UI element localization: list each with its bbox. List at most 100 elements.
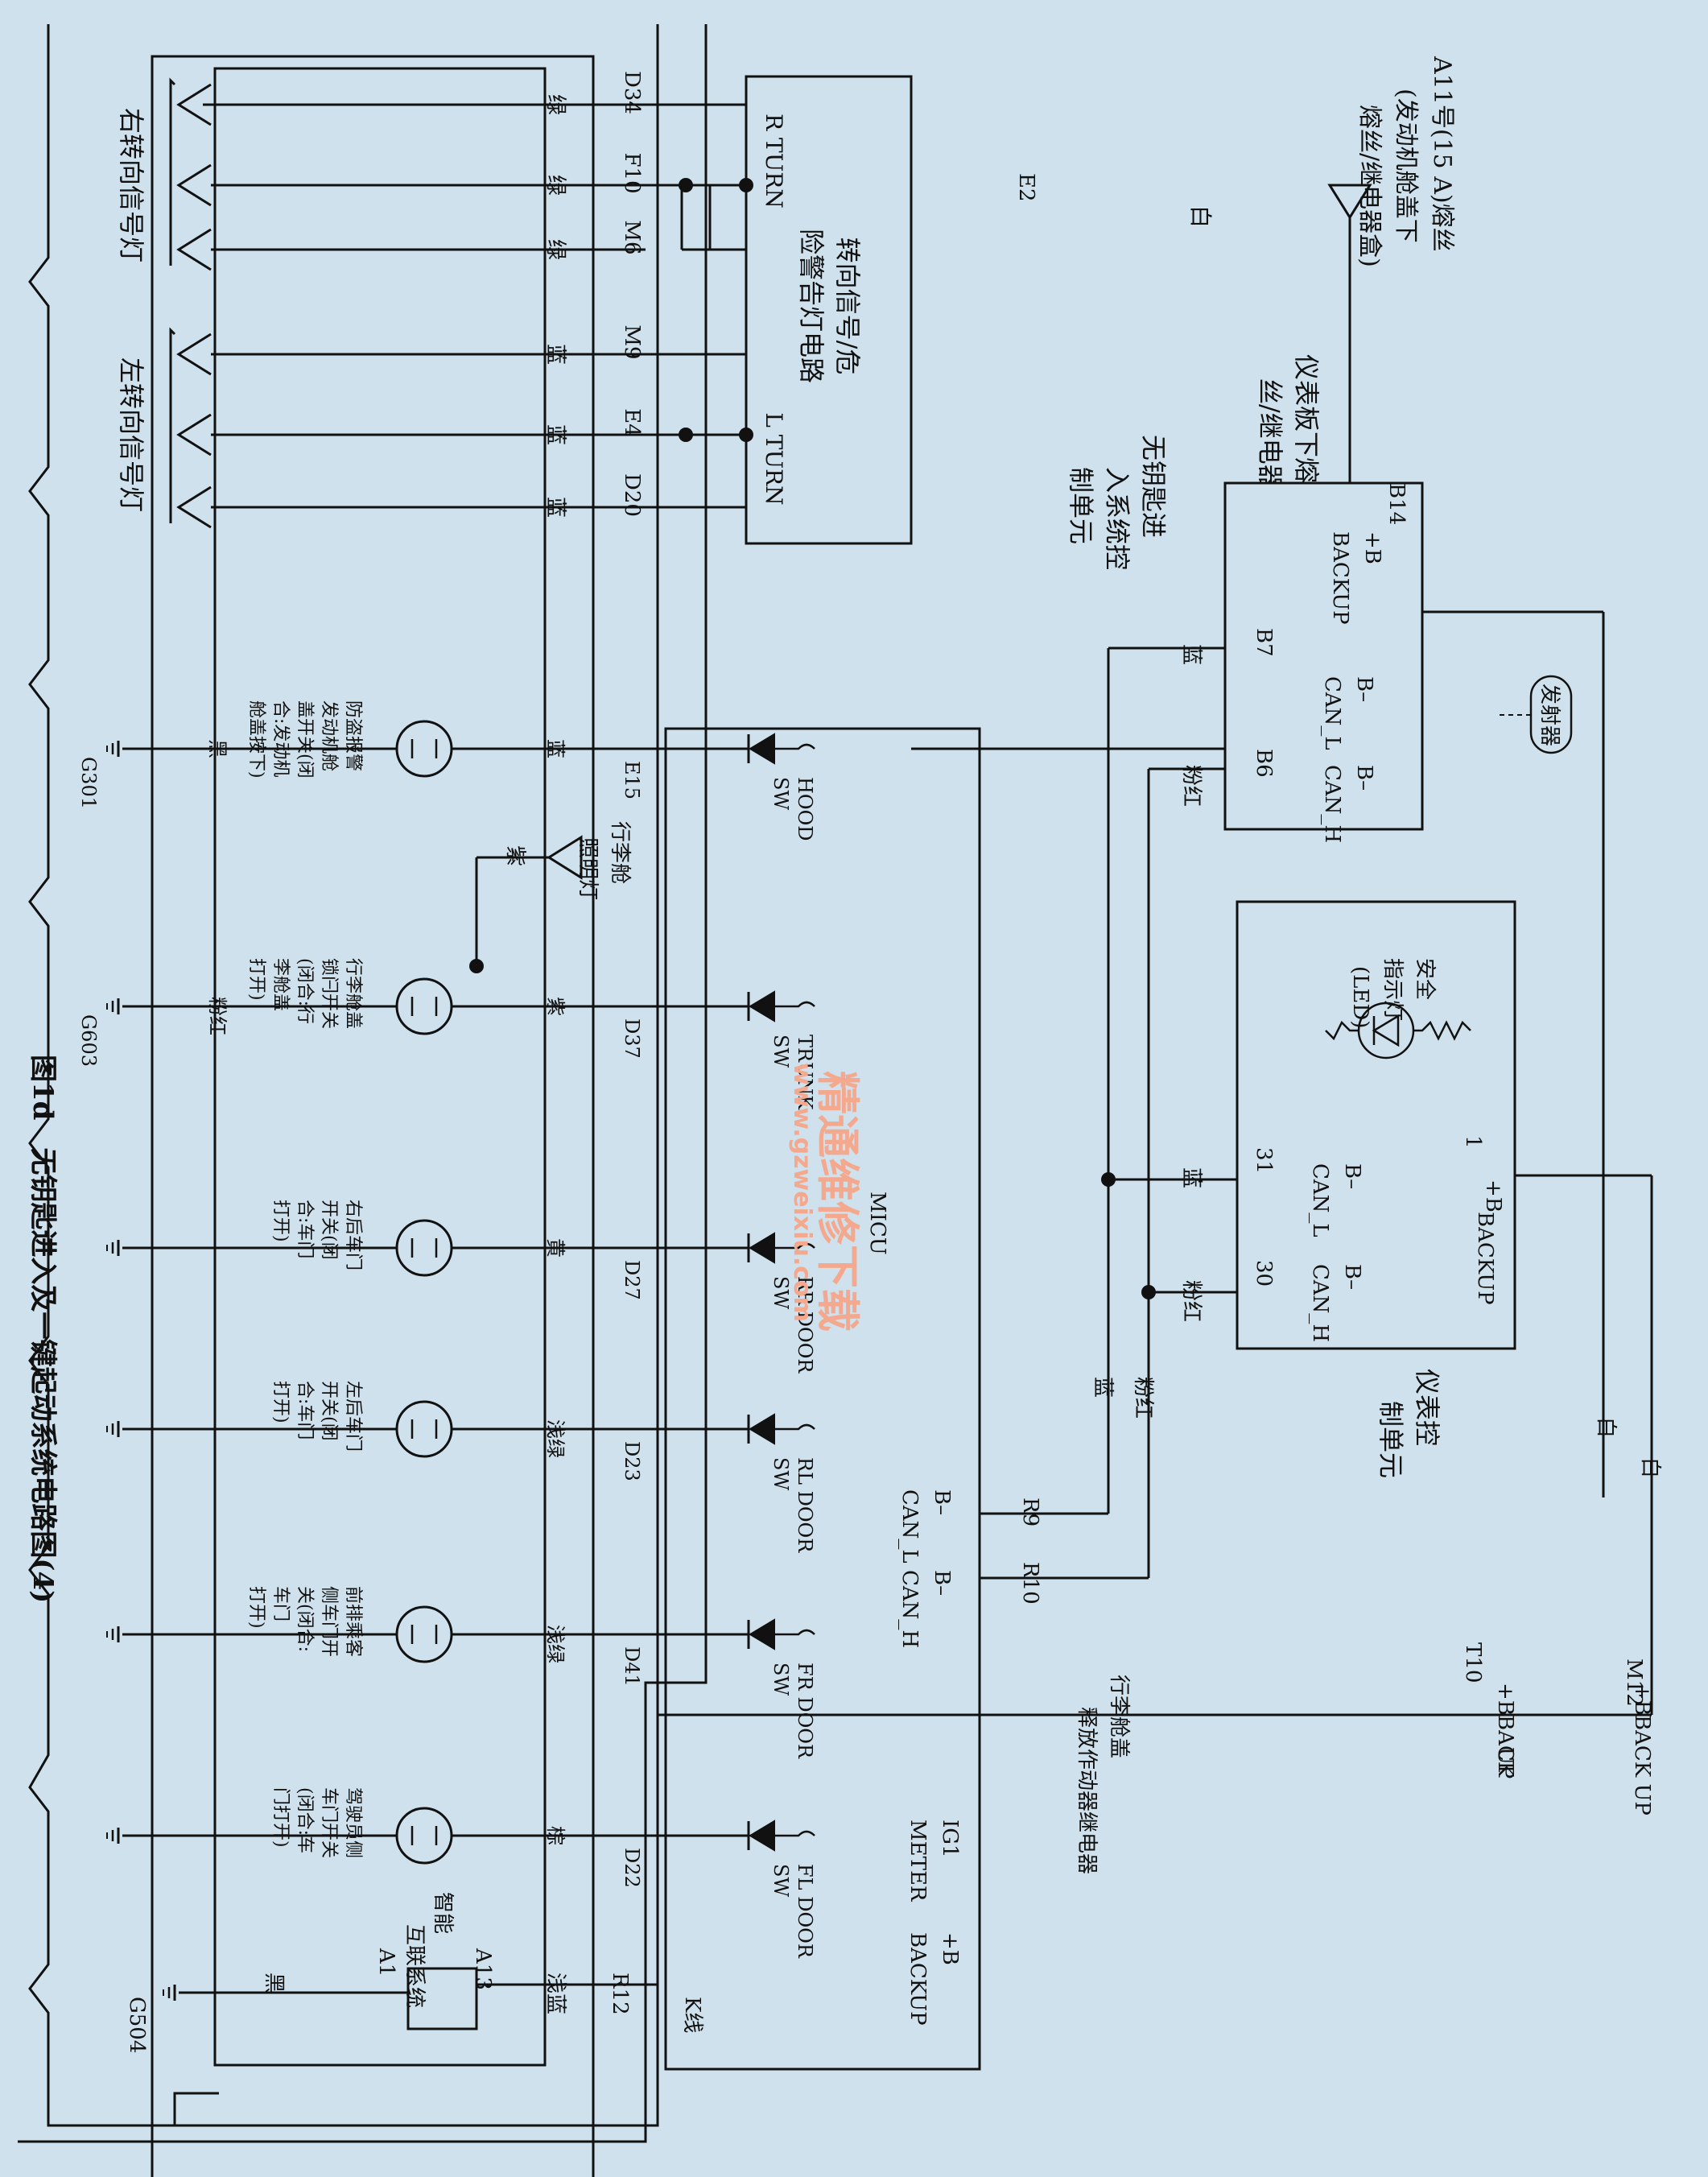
micu-can-h: CAN_H xyxy=(897,1570,922,1648)
switch-desc: 李舱盖 xyxy=(270,958,291,1011)
switch-sw-label: SW xyxy=(769,1864,792,1897)
switch-desc: 打开) xyxy=(270,1200,291,1242)
ground-label: G603 xyxy=(77,1014,100,1067)
transmitter-label: 发射器 xyxy=(1537,684,1562,746)
switch-input-curve xyxy=(774,743,815,750)
fuse-a11-label-2: (发动机舱盖下 xyxy=(1392,89,1420,243)
meter-can-l: CAN_L xyxy=(1308,1163,1332,1237)
pin-r9: R9 xyxy=(1018,1497,1042,1526)
switch-sw-label: SW xyxy=(769,1457,792,1490)
keyless-b-minus-l: B– xyxy=(1352,676,1376,702)
switch-desc: 车门开关 xyxy=(319,1787,339,1858)
wire-color-m9: 蓝 xyxy=(543,344,567,365)
meter-b-plus: +B xyxy=(1481,1179,1505,1212)
wire-color-d34: 绿 xyxy=(543,94,567,115)
canh-bus-color: 粉红 xyxy=(1131,1377,1155,1419)
turn-pin-labels: D34 F10 M6 M9 E4 D20 绿 绿 绿 蓝 蓝 蓝 xyxy=(543,71,644,518)
micu-can-l: CAN_L xyxy=(897,1489,922,1564)
switch-name: RR DOOR xyxy=(794,1276,816,1374)
switch-desc: 门打开) xyxy=(270,1787,291,1848)
switch-input-curve xyxy=(774,1830,815,1837)
ext-switch-color: 黄 xyxy=(544,1238,567,1258)
pin-b6: B6 xyxy=(1252,749,1276,778)
meter-canh-color: 粉红 xyxy=(1179,1280,1203,1322)
transmitter: 发射器 xyxy=(1499,675,1573,754)
switch-connector-icon xyxy=(395,720,453,778)
meter-b-minus-h: B– xyxy=(1340,1264,1364,1290)
switch-connector-icon xyxy=(395,1219,453,1277)
l-turn-label: L TURN xyxy=(761,412,787,505)
keyless-can-lines xyxy=(1107,646,1225,1578)
fuse-wire-color: 白 xyxy=(1187,205,1214,228)
pin-r10: R10 xyxy=(1018,1562,1042,1605)
keyless-canh-color: 粉红 xyxy=(1179,765,1203,807)
micu-backup: BACKUP xyxy=(906,1932,930,2026)
micu-meter: METER xyxy=(906,1820,930,1902)
ground-wire-color: 黑 xyxy=(206,739,229,758)
keyless-b-minus-h: B– xyxy=(1352,765,1376,791)
switch-desc: 打开) xyxy=(270,1381,291,1423)
switch-sw-label: SW xyxy=(769,1663,792,1696)
switch-desc: 右后车门 xyxy=(343,1200,363,1270)
switch-desc: 车门 xyxy=(270,1586,291,1621)
switch-desc: 合:发动机 xyxy=(270,700,291,777)
keyless-canl-color: 蓝 xyxy=(1179,644,1203,665)
meter-lines xyxy=(1108,1174,1653,1715)
keyless-name: 无钥匙进 xyxy=(1138,435,1169,538)
ext-switch-color: 棕 xyxy=(544,1826,567,1845)
pin-a1: A1 xyxy=(374,1948,398,1977)
micu-ig1: IG1 xyxy=(938,1820,962,1858)
micu-b-plus: +B xyxy=(938,1932,962,1965)
b14-color: 白 xyxy=(1594,1417,1618,1438)
switch-input-curve xyxy=(774,1423,815,1431)
figure-caption: 图1d 无钥匙进入及一键起动系统电路图(4) xyxy=(27,1055,59,1603)
keyless-can-h: CAN_H xyxy=(1320,765,1344,843)
meter-backup: BACKUP xyxy=(1473,1212,1497,1305)
ground-wire-color: 粉红 xyxy=(206,997,229,1035)
b14-backup-line xyxy=(1422,610,1605,1497)
smart-link-label: 智能 xyxy=(431,1892,455,1934)
micu-b-minus-l: B– xyxy=(930,1489,954,1515)
ground-label: G301 xyxy=(77,757,100,809)
micu-can-bus xyxy=(658,1512,1652,1716)
watermark-url: www.gzweixiu.com xyxy=(788,1063,816,1322)
switch-desc: 开关(闭 xyxy=(319,1200,339,1260)
pin-31: 31 xyxy=(1252,1147,1276,1174)
trunk-lamp-junction xyxy=(469,959,484,973)
keyless-name-3: 制单元 xyxy=(1066,467,1096,544)
pin-a13: A13 xyxy=(471,1948,495,1990)
trunk-lamp-color: 紫 xyxy=(503,845,527,866)
keyless-name-2: 入系统控 xyxy=(1102,467,1132,570)
switch-desc: 打开) xyxy=(246,1586,266,1629)
led-label-2: 指示灯 xyxy=(1380,958,1405,1021)
wire-color-f10: 绿 xyxy=(543,175,567,196)
left-turn-lamps-label: 左转向信号灯 xyxy=(116,357,146,512)
switch-desc: 关(闭合: xyxy=(295,1586,315,1652)
wire-color-e4: 蓝 xyxy=(543,424,567,445)
switch-desc: 行李舱盖 xyxy=(343,958,363,1029)
micu-name: MICU xyxy=(865,1192,889,1255)
switch-input-curve xyxy=(774,1242,815,1250)
turn-circuit-label: 转向信号/危 xyxy=(832,238,863,375)
micu-k-line: K线 xyxy=(680,1997,704,2033)
pin-e4: E4 xyxy=(620,408,644,437)
meter-name: 仪表控 xyxy=(1412,1369,1442,1446)
switch-desc: 合:车门 xyxy=(295,1381,315,1440)
smart-link-gnd-color: 黑 xyxy=(262,1973,286,1993)
k-line-color: 浅蓝 xyxy=(543,1973,567,2014)
pin-30: 30 xyxy=(1252,1260,1276,1287)
led-label-3: (LED) xyxy=(1348,966,1372,1028)
switch-desc: 打开) xyxy=(246,958,266,1001)
meter-backup-color: 白 xyxy=(1638,1457,1662,1478)
trunk-relay-label-2: 释放作动器继电器 xyxy=(1075,1707,1099,1874)
ext-switch-color: 蓝 xyxy=(544,739,567,758)
turn-signal-junctions xyxy=(679,178,753,442)
keyless-backup: BACKUP xyxy=(1328,531,1352,625)
